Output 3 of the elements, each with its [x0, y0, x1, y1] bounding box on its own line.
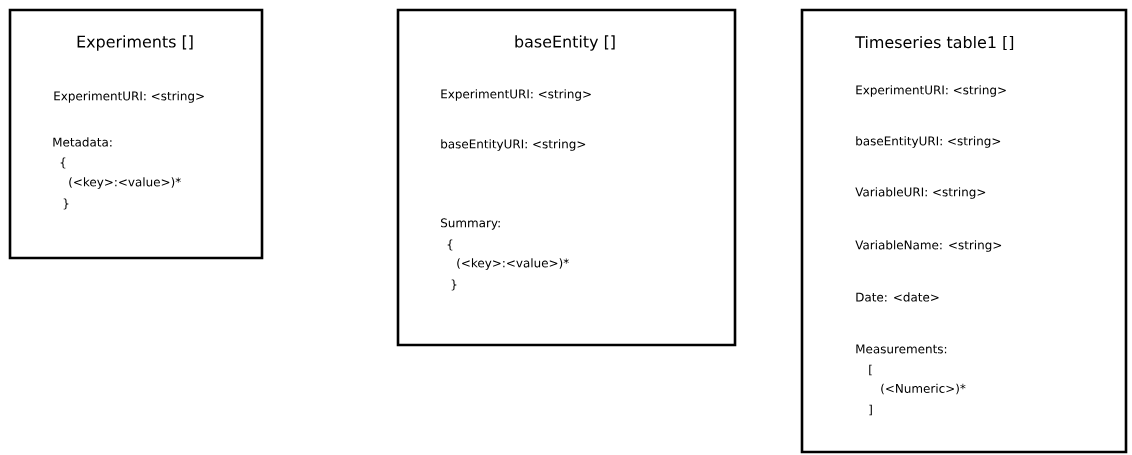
entity-box: Experiments [] ExperimentURI: <string> Metadata: { (<key>:<value>)* }: [8, 8, 264, 260]
entity-box: Timeseries table1 [] ExperimentURI: <string> baseEntityURI: <string> VariableURI: <string> VariableName: <string> Date: <date> Measurements: [ (<Numeric>)* ]: [800, 8, 1128, 454]
entity-box: baseEntity [] ExperimentURI: <string> baseEntityURI: <string> Summary: { (<key>:<value>)* }: [396, 8, 737, 347]
